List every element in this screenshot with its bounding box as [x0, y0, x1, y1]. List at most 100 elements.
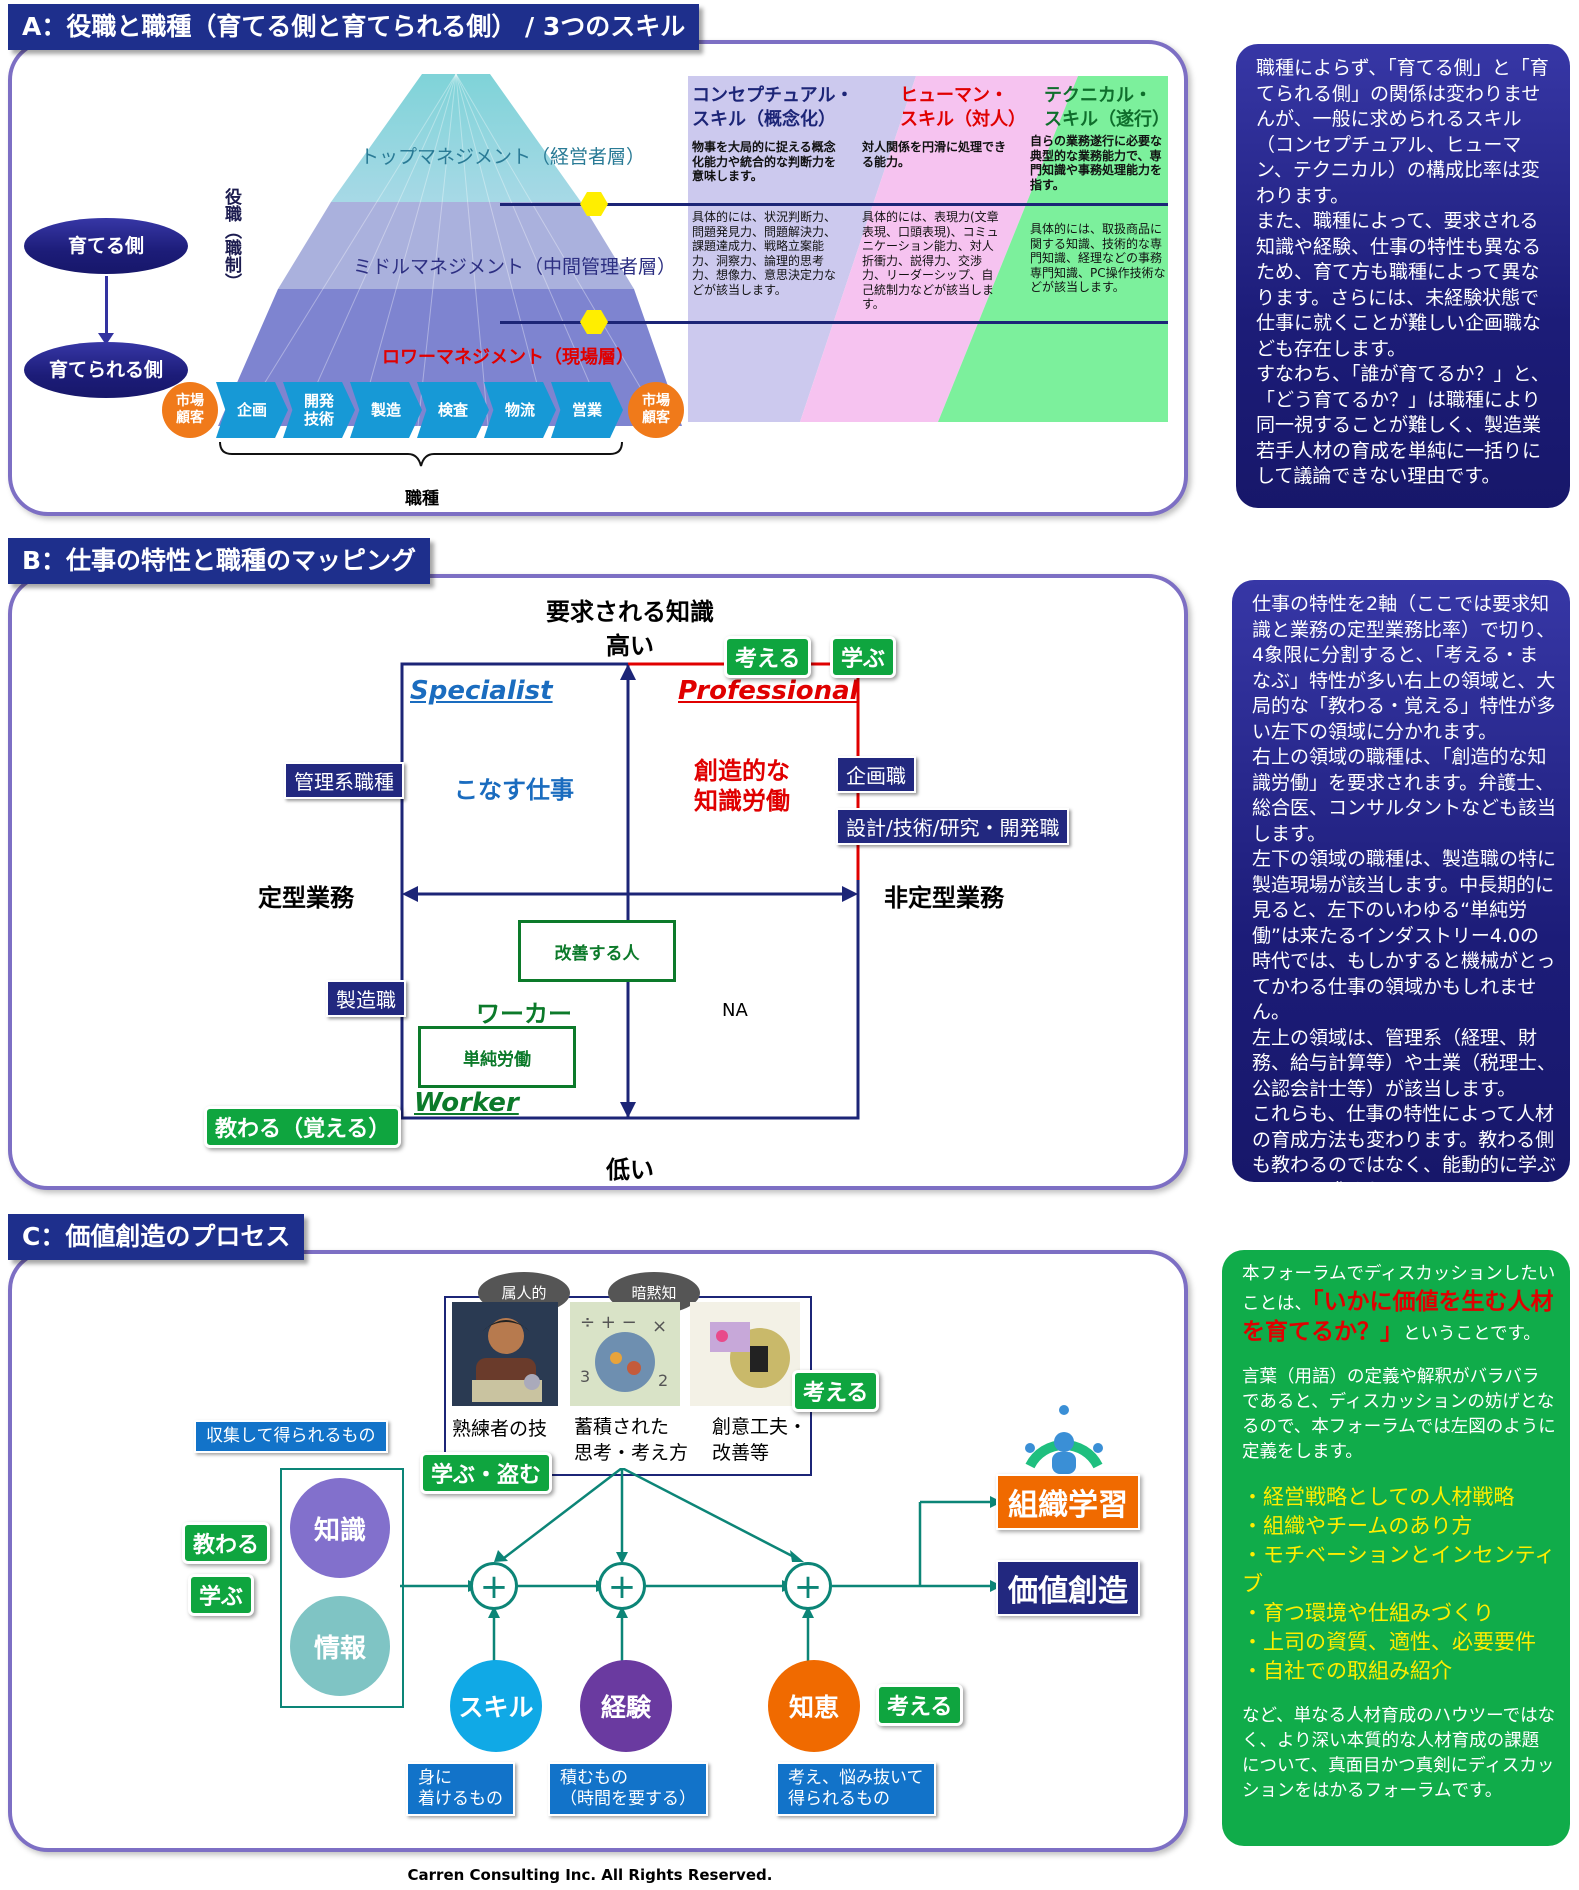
side-topic: ・育つ環境や仕組みづくり: [1242, 1601, 1494, 1625]
position-vertical-label: 役職（職制）: [221, 188, 241, 290]
svg-text:2: 2: [658, 1371, 668, 1390]
section-b-panel: [8, 574, 1188, 1190]
collect-label: 収集して得られるもの: [194, 1420, 388, 1453]
knowledge-frame: [280, 1468, 404, 1708]
think-top-tag: 考える: [792, 1370, 880, 1412]
craftsman-label: 熟練者の技: [452, 1418, 548, 1440]
experience-circle: 経験: [580, 1660, 672, 1752]
taught-c-tag: 教わる: [182, 1522, 271, 1564]
line-top-mid: [500, 203, 1168, 206]
learn-tag: 学ぶ: [830, 636, 897, 678]
professional-label: Professional: [678, 676, 859, 706]
section-c-header: C：価値創造のプロセス: [8, 1214, 305, 1260]
think-tag: 考える: [724, 636, 812, 678]
taught-tag: 教わる（覚える）: [204, 1106, 402, 1148]
section-a-side-note: 職種によらず、「育てる側」と「育てられる側」の関係は変わりませんが、一般に求めら…: [1236, 44, 1570, 508]
org-learning-icon: [1025, 1405, 1103, 1474]
conceptual-skill-detail: 具体的には、状況判断力、問題発見力、問題解決力、課題達成力、戦略立案能力、洞察力…: [692, 210, 837, 297]
kanri-job-box: 管理系職種: [284, 762, 404, 799]
tanjun-box: 単純労働: [418, 1026, 576, 1088]
section-b-header: B：仕事の特性と職種のマッピング: [8, 538, 431, 584]
plus-1: +: [470, 1562, 518, 1610]
chevron-logistics: 物流: [484, 382, 556, 438]
sekkei-job-box: 設計/技術/研究・開発職: [836, 808, 1070, 845]
na-label: NA: [722, 1000, 748, 1021]
side-topic: ・モチベーションとインセンティブ: [1242, 1543, 1556, 1596]
chevron-planning: 企画: [216, 382, 288, 438]
chevron-manufacturing: 製造: [350, 382, 422, 438]
skill-circle: スキル: [450, 1660, 542, 1752]
section-a-side-text: 職種によらず、「育てる側」と「育てられる側」の関係は変わりませんが、一般に求めら…: [1256, 57, 1550, 487]
lower-management-label: ロワーマネジメント（現場層）: [382, 347, 634, 368]
experience-desc: 積むもの （時間を要する）: [548, 1762, 708, 1816]
technical-skill-title: テクニカル・ スキル（遂行）: [1044, 85, 1170, 130]
footer-copyright: Carren Consulting Inc. All Rights Reserv…: [407, 1866, 773, 1884]
section-a-header: A：役職と職種（育てる側と育てられる側） / 3つのスキル: [8, 4, 700, 50]
konasu-label: こなす仕事: [454, 776, 574, 804]
worker-jp-label: ワーカー: [476, 1000, 572, 1028]
think-bottom-tag: 考える: [876, 1684, 964, 1726]
learn-c-tag: 学ぶ: [188, 1574, 255, 1616]
axis-top-label: 要求される知識: [546, 598, 714, 626]
skill-desc: 身に 着けるもの: [406, 1762, 515, 1816]
ingenuity-label: 創意工夫・ 改善等: [712, 1416, 808, 1464]
side-topic: ・自社での取組み紹介: [1242, 1659, 1452, 1683]
human-skill-title: ヒューマン・ スキル（対人）: [900, 85, 1026, 130]
technical-skill-detail: 具体的には、取扱商品に関する知識、技術的な専門知識、経理などの事務専門知識、PC…: [1030, 222, 1166, 294]
skills-background: [688, 76, 1168, 422]
side-topic: ・組織やチームのあり方: [1242, 1514, 1473, 1538]
job-type-brace: [219, 441, 623, 467]
chevron-sales: 営業: [551, 382, 623, 438]
craftsman-image: [452, 1302, 558, 1406]
axis-right-label: 非定型業務: [884, 884, 1004, 912]
axis-low-label: 低い: [606, 1156, 654, 1184]
side-intro2: ということです。: [1403, 1324, 1541, 1344]
seizou-job-box: 製造職: [326, 980, 406, 1017]
section-b-side-text: 仕事の特性を2軸（ここでは要求知識と業務の定型業務比率）で切り、4象限に分割する…: [1252, 593, 1557, 1202]
chevron-inspection: 検査: [417, 382, 489, 438]
chevron-development: 開発 技術: [283, 382, 355, 438]
section-b-side-note: 仕事の特性を2軸（ここでは要求知識と業務の定型業務比率）で切り、4象限に分割する…: [1232, 580, 1570, 1202]
svg-text:3: 3: [580, 1367, 590, 1386]
ingenuity-image: [690, 1302, 800, 1406]
learn-steal-tag: 学ぶ・盗む: [420, 1452, 553, 1494]
worker-en-label: Worker: [414, 1088, 519, 1118]
knowledge-circle: 知識: [290, 1478, 390, 1578]
grown-side-pill: 育てられる側: [24, 342, 188, 398]
side-highlight: 「いかに価値を生む人材を育てるか？」: [1242, 1289, 1554, 1345]
conceptual-skill-desc: 物事を大局的に捉える概念化能力や統合的な判断力を意味します。: [692, 140, 837, 183]
side-intro: 本フォーラムでディスカッションしたいことは、: [1242, 1264, 1556, 1314]
grow-arrow-line: [105, 276, 108, 336]
top-management-label: トップマネジメント（経営者層）: [360, 146, 646, 168]
wisdom-circle: 知恵: [768, 1660, 860, 1752]
axis-high-label: 高い: [606, 632, 654, 660]
kaizen-box: 改善する人: [518, 920, 676, 982]
side-p3: など、単なる人材育成のハウツーではなく、より深い本質的な人材育成の課題について、…: [1242, 1706, 1556, 1801]
side-topic: ・上司の資質、適性、必要要件: [1242, 1630, 1536, 1654]
thinking-image: ÷ + − × 3 2: [570, 1302, 680, 1406]
svg-text:÷ + −: ÷ + −: [580, 1312, 637, 1333]
technical-skill-desc: 自らの業務遂行に必要な典型的な業務能力で、専門知識や事務処理能力を指す。: [1030, 134, 1163, 192]
kikaku-job-box: 企画職: [836, 756, 916, 793]
svg-text:×: ×: [652, 1316, 667, 1337]
side-p2: 言葉（用語）の定義や解釈がバラバラであると、ディスカッションの妨げとなるので、本…: [1242, 1367, 1556, 1462]
line-mid-low: [500, 321, 1168, 324]
plus-2: +: [598, 1562, 646, 1610]
axis-left-label: 定型業務: [258, 884, 354, 912]
grow-side-pill: 育てる側: [24, 218, 188, 274]
management-pyramid: [218, 74, 682, 426]
creative-label: 創造的な 知識労働: [694, 757, 790, 815]
conceptual-skill-title: コンセプチュアル・ スキル（概念化）: [692, 85, 854, 130]
plus-3: +: [784, 1562, 832, 1610]
org-learning-label: 組織学習: [996, 1474, 1140, 1530]
thinking-label: 蓄積された 思考・考え方: [574, 1416, 689, 1464]
side-topic-list: ・経営戦略としての人材戦略 ・組織やチームのあり方 ・モチベーションとインセンテ…: [1242, 1483, 1556, 1686]
job-type-label: 職種: [405, 489, 439, 509]
middle-management-label: ミドルマネジメント（中間管理者層）: [353, 256, 677, 278]
yellow-marker-2: [580, 310, 608, 334]
section-c-side-note: 本フォーラムでディスカッションしたいことは、「いかに価値を生む人材を育てるか？」…: [1222, 1250, 1570, 1846]
yellow-marker-1: [580, 192, 608, 216]
value-creation-label: 価値創造: [996, 1560, 1140, 1616]
side-topic: ・経営戦略としての人材戦略: [1242, 1485, 1515, 1509]
info-circle: 情報: [290, 1596, 390, 1696]
